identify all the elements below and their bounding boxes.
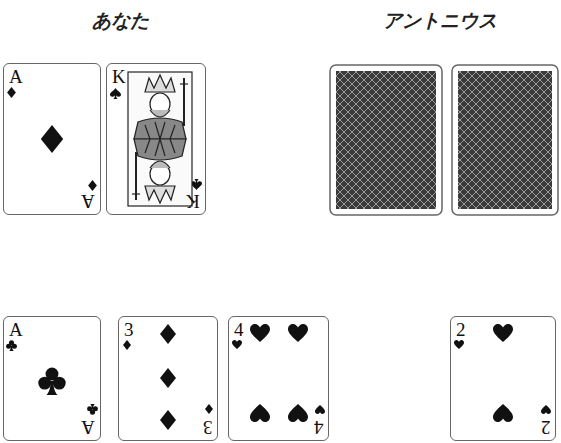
player-label: アントニウス <box>383 8 497 34</box>
card-rank: 2 <box>456 320 466 339</box>
card-rank: A <box>9 67 23 86</box>
playing-card: 22 <box>450 316 556 441</box>
card-rank: 2 <box>541 418 551 437</box>
playing-card: AA <box>3 63 101 215</box>
card-rank: A <box>81 192 95 211</box>
card-rank: 4 <box>314 418 324 437</box>
card-rank: K <box>112 67 126 86</box>
card-rank: A <box>9 320 23 339</box>
card-rank: 3 <box>124 320 134 339</box>
playing-card: 44 <box>228 316 329 441</box>
card-rank: 4 <box>234 320 244 339</box>
player-label: あなた <box>92 8 149 34</box>
playing-card: KK <box>106 63 206 215</box>
card-rank: A <box>81 418 95 437</box>
card-rank: 3 <box>203 418 213 437</box>
card-rank: K <box>186 192 200 211</box>
playing-card: AA <box>3 316 101 441</box>
playing-card: 33 <box>118 316 218 441</box>
